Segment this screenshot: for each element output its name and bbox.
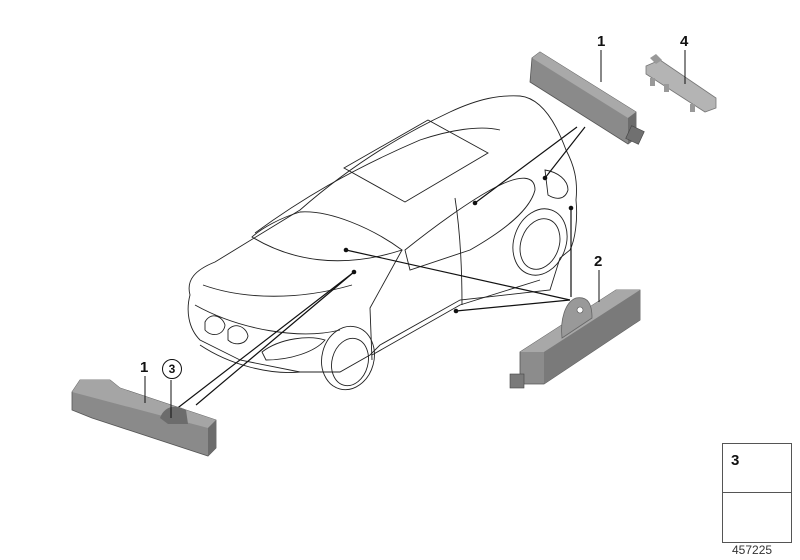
callout-3-circled: 3 — [162, 359, 182, 379]
document-number: 457225 — [732, 543, 773, 557]
legend-row-screw: 3 — [723, 444, 791, 493]
callout-1-lower: 1 — [140, 359, 149, 376]
callout-4: 4 — [680, 33, 689, 50]
callout-1-upper: 1 — [597, 33, 606, 50]
part-1-lower-module[interactable] — [71, 376, 217, 457]
callout-2: 2 — [594, 253, 603, 270]
legend-box: 3 — [722, 443, 792, 543]
part-1-upper-module[interactable] — [529, 50, 645, 145]
leader-dots — [343, 175, 574, 314]
legend-item-number: 3 — [731, 452, 740, 469]
car-outline — [187, 95, 578, 391]
legend-row-arrow — [723, 493, 791, 542]
part-2-module[interactable] — [509, 270, 641, 389]
part-4-bracket[interactable] — [645, 50, 717, 113]
leader-lines — [174, 126, 586, 411]
